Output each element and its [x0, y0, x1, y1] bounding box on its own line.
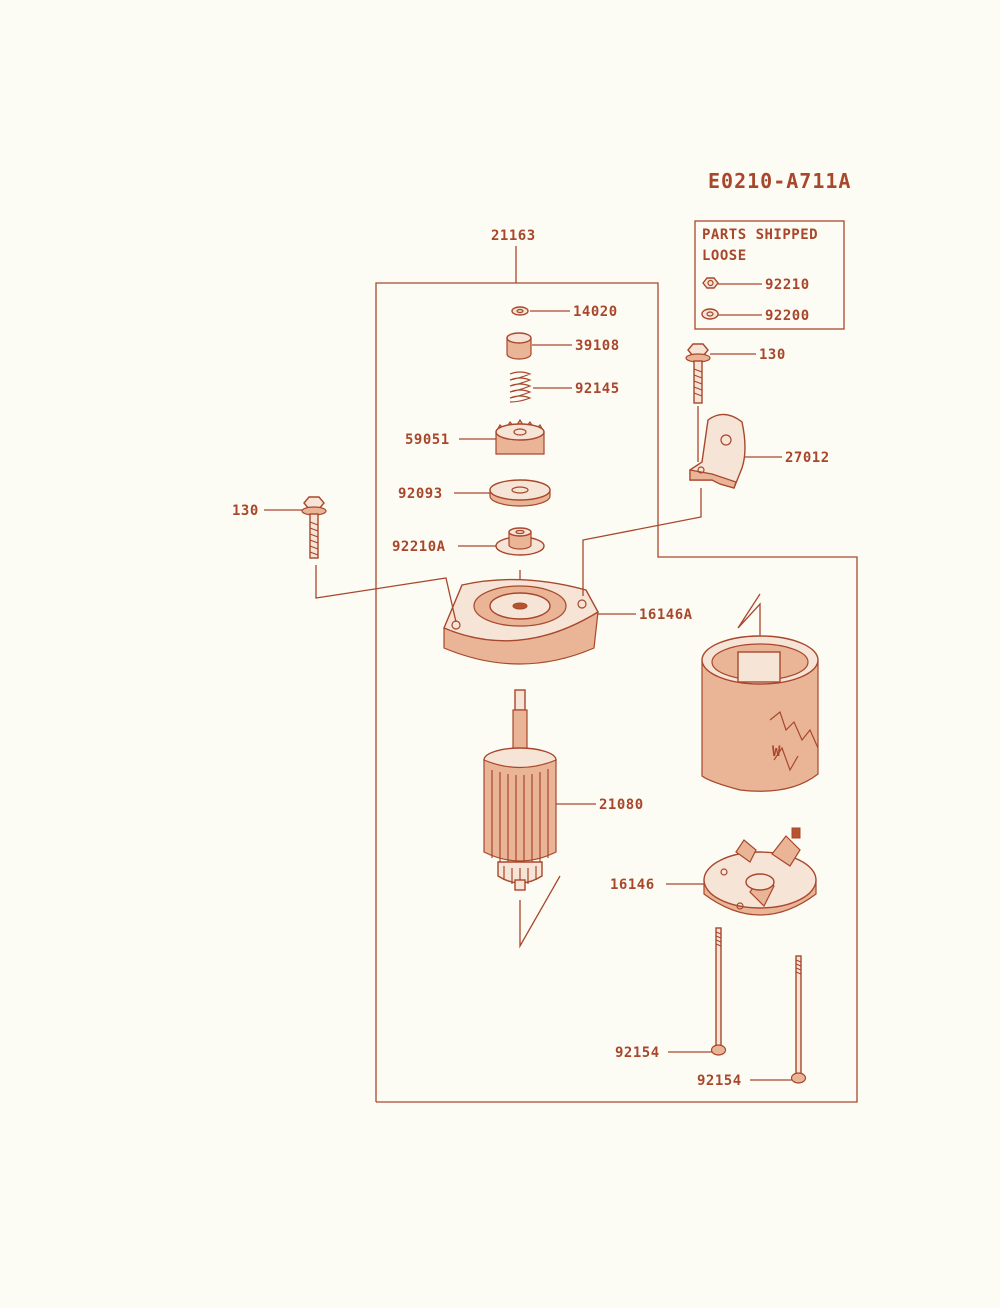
label-pinion: 59051 [405, 432, 450, 448]
bracket-icon [689, 413, 782, 489]
bolt-left-icon [264, 496, 327, 559]
loose-box-title-1: PARTS SHIPPED [702, 227, 818, 243]
label-assembly: 21163 [491, 228, 536, 244]
svg-text:W: W [772, 744, 781, 760]
label-small-washer: 14020 [573, 304, 618, 320]
through-bolt-1-icon [668, 927, 727, 1056]
label-front-cover: 16146A [639, 607, 693, 623]
brush-holder-icon [666, 827, 817, 916]
diagram-code: E0210-A711A [708, 169, 851, 193]
label-bracket: 27012 [785, 450, 830, 466]
label-flat-washer: 92093 [398, 486, 443, 502]
front-cover-icon [443, 578, 636, 665]
yoke-housing-icon: W [701, 593, 819, 792]
loose-box-title-2: LOOSE [702, 248, 747, 264]
loose-washer-icon [701, 308, 762, 320]
bolt-left-leader [315, 565, 457, 623]
label-loose-nut: 92210 [765, 277, 810, 293]
label-bolt-right: 130 [759, 347, 786, 363]
armature-leader [519, 875, 561, 949]
parts-shipped-loose-box [694, 220, 845, 330]
through-bolt-2-icon [750, 955, 807, 1084]
flange-nut-icon [458, 527, 545, 556]
label-flange-nut: 92210A [392, 539, 446, 555]
label-armature: 21080 [599, 797, 644, 813]
assembly-outline [375, 246, 858, 1103]
small-washer-icon [511, 306, 570, 316]
label-loose-washer: 92200 [765, 308, 810, 324]
label-bolt-left: 130 [232, 503, 259, 519]
armature-icon [483, 689, 596, 891]
label-through-bolt-1: 92154 [615, 1045, 660, 1061]
pinion-gear-icon [459, 418, 545, 455]
bolt-right-icon [685, 343, 756, 404]
label-spring: 92145 [575, 381, 620, 397]
flat-washer-icon [454, 479, 551, 507]
collar-icon [506, 332, 572, 360]
loose-nut-icon [702, 277, 762, 289]
label-brush-holder: 16146 [610, 877, 655, 893]
bracket-leader [582, 488, 702, 596]
label-collar: 39108 [575, 338, 620, 354]
label-through-bolt-2: 92154 [697, 1073, 742, 1089]
spring-icon [509, 371, 572, 403]
